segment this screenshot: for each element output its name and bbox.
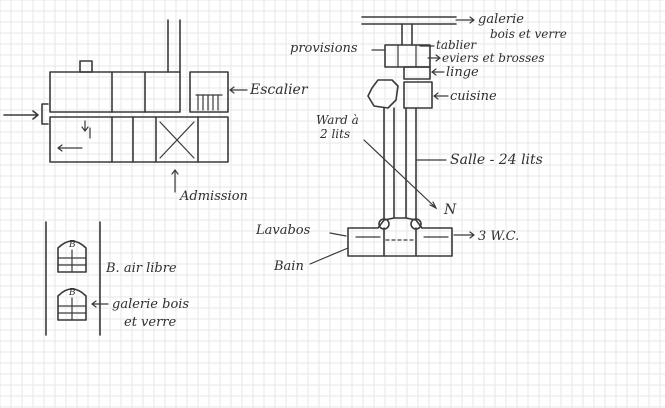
chimney-block <box>79 60 93 73</box>
galerie-legend-arrow <box>91 300 109 308</box>
lavabo-arrow <box>329 232 347 237</box>
bed-mark: B <box>68 240 76 250</box>
escalier-label: Escalier <box>249 82 309 98</box>
linge-label: linge <box>446 65 479 80</box>
lower-wing <box>49 116 229 163</box>
linge-block <box>403 66 431 80</box>
bain-label: Bain <box>273 259 304 274</box>
escalier-arrow <box>229 86 248 94</box>
lavabo-label: Lavabos <box>255 223 311 238</box>
wc-arrow <box>453 231 475 239</box>
galerie-arrow <box>455 16 475 24</box>
bain-arrow <box>309 247 349 265</box>
annex-column <box>410 218 422 230</box>
bed-air-libre-icon <box>57 240 87 273</box>
tablier-label: tablier <box>436 38 477 52</box>
admission-room-cross <box>159 121 195 159</box>
ward-label: Ward à <box>316 113 359 127</box>
bottom-annex <box>347 217 453 257</box>
wc-label: 3 W.C. <box>478 229 519 244</box>
upper-wing <box>49 71 181 113</box>
ward-label-pointer <box>363 139 438 210</box>
inner-arrow <box>57 144 83 152</box>
galerie-legend-label: galerie bois <box>112 297 189 312</box>
right-ward-plan <box>309 16 475 265</box>
annex-column <box>378 218 390 230</box>
annotations: Escalier Admission galerie bois et verre… <box>68 12 567 330</box>
stair-block <box>189 71 229 113</box>
bed-galerie-icon <box>57 288 87 321</box>
eviers-arrow <box>427 54 441 62</box>
galerie-top-label-2: bois et verre <box>490 27 567 41</box>
legend-box <box>45 221 109 336</box>
linge-arrow <box>431 68 445 76</box>
galerie-top-label: galerie <box>478 12 524 27</box>
eviers-label: eviers et brosses <box>442 51 545 65</box>
north-mark: N <box>443 202 457 218</box>
bed-mark: B <box>68 288 76 298</box>
galerie-legend-label-2: et verre <box>124 315 177 330</box>
entrance-porch <box>41 103 49 125</box>
salle-label: Salle - 24 lits <box>450 152 543 168</box>
entrance-arrow <box>3 110 39 120</box>
cuisine-label: cuisine <box>450 89 497 104</box>
air-libre-label: B. air libre <box>105 261 177 276</box>
cuisine-arrow <box>433 92 449 100</box>
admission-arrow <box>171 169 179 193</box>
inner-arrow <box>81 120 89 132</box>
left-building-plan <box>3 19 248 193</box>
kitchen-block <box>403 81 433 109</box>
two-bed-ward <box>367 79 399 109</box>
ward-label-2: 2 lits <box>319 127 350 141</box>
admission-label: Admission <box>179 189 248 204</box>
provisions-label: provisions <box>290 41 358 56</box>
